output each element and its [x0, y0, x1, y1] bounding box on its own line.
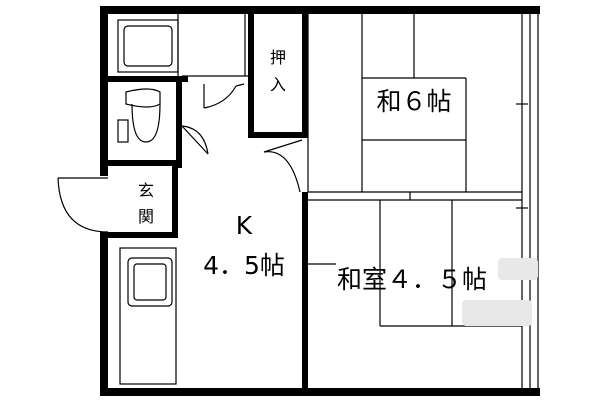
outer-walls: [100, 6, 540, 396]
interior-lines: [57, 14, 539, 388]
oshiire-label-1: 押: [270, 48, 286, 67]
oshiire-label-2: 入: [270, 75, 286, 94]
kitchen-size: 4．5帖: [203, 251, 285, 280]
genkan-label-2: 関: [138, 207, 154, 226]
room-45jo-label: 和室４．５帖: [337, 265, 487, 294]
kitchen-name: K: [236, 211, 253, 240]
genkan-label-1: 玄: [138, 181, 154, 200]
watermark-logo: [462, 258, 538, 326]
room-6jo-label: 和６帖: [376, 87, 451, 116]
